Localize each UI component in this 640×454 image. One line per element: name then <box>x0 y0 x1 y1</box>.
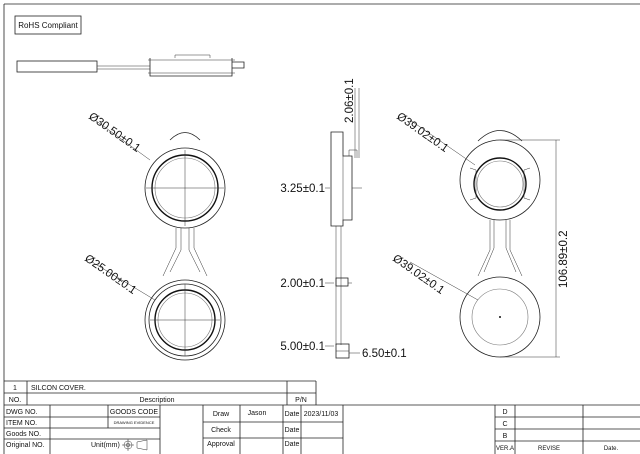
parts-item-no: 1 <box>13 385 17 392</box>
date-label-draw: Date <box>285 411 300 418</box>
top-profile-view <box>16 54 245 77</box>
original-no-label: Original NO. <box>6 442 45 449</box>
item-no-label: ITEM NO. <box>6 420 37 427</box>
unit-label: Unit(mm) <box>91 442 120 449</box>
projection-symbol <box>122 439 148 451</box>
dim-foot-width: 6.50±0.1 <box>362 348 407 360</box>
approval-label: Approval <box>207 441 235 448</box>
revision-block: D C B VER.A REVISE Date. <box>496 409 619 452</box>
dim-overall-length: 106.89±0.2 <box>558 231 570 288</box>
revision-date-label: Date. <box>604 446 619 452</box>
dim-tab-thickness: 2.00±0.1 <box>280 278 325 290</box>
parts-col-description: Description <box>139 397 174 404</box>
dim-side-height: 2.06±0.1 <box>344 78 356 123</box>
date-label-approval: Date <box>285 441 300 448</box>
dwg-no-label: DWG NO. <box>6 409 38 416</box>
dim-bottom-outer-dia: Ø25.00±0.1 <box>82 253 138 297</box>
front-view-left <box>91 119 226 361</box>
front-view-right <box>409 119 560 358</box>
revision-revise-label: REVISE <box>538 446 560 452</box>
parts-item-description: SILCON COVER. <box>31 385 86 392</box>
draw-label: Draw <box>213 411 230 418</box>
revision-ver-label: VER.A <box>496 446 514 452</box>
date-value: 2023/11/03 <box>304 411 339 418</box>
goods-code-label: GOODS CODE <box>110 409 159 416</box>
drawing-frame <box>3 3 640 454</box>
check-label: Check <box>211 427 231 434</box>
revision-row-c: C <box>502 421 507 428</box>
draw-value: Jason <box>248 410 267 417</box>
parts-col-no: NO. <box>9 397 22 404</box>
parts-col-pn: P/N <box>295 397 307 404</box>
goods-no-label: Goods NO. <box>6 431 41 438</box>
revision-row-b: B <box>503 433 508 440</box>
title-block: DWG NO. ITEM NO. Goods NO. Original NO. … <box>4 405 640 454</box>
date-label-check: Date <box>285 427 300 434</box>
drawing-evidence-label: DRAWING EVIDENCE <box>114 420 155 425</box>
dim-right-bottom-dia: Ø39.02±0.1 <box>390 253 446 297</box>
side-view <box>325 88 362 359</box>
dim-side-thickness: 3.25±0.1 <box>280 183 325 195</box>
parts-list: 1 SILCON COVER. NO. Description P/N <box>4 380 640 406</box>
dim-right-top-dia: Ø39.02±0.1 <box>394 111 450 155</box>
rohs-note: RoHS Compliant <box>14 15 82 35</box>
revision-row-d: D <box>502 409 507 416</box>
dim-foot-height: 5.00±0.1 <box>280 341 325 353</box>
dim-top-outer-dia: Ø30.50±0.1 <box>86 111 142 155</box>
rohs-text: RoHS Compliant <box>18 21 78 30</box>
